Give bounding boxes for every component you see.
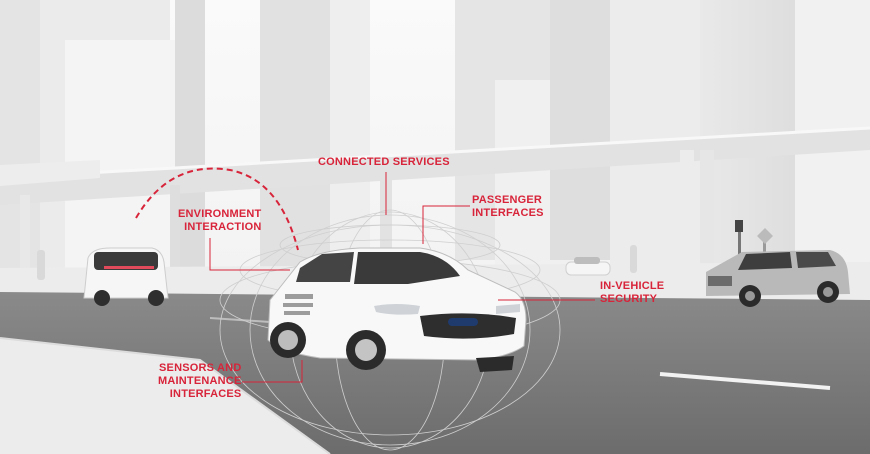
white-sedan [267, 247, 527, 372]
label-environment-interaction: ENVIRONMENT INTERACTION [178, 208, 262, 233]
buildings [0, 0, 795, 270]
elevated-rail [0, 126, 870, 280]
gray-suv [706, 250, 850, 307]
callout-lines [135, 167, 595, 383]
label-passenger-interfaces: PASSENGER INTERFACES [472, 194, 544, 219]
distant-car [565, 257, 611, 276]
label-sensors-maintenance-interfaces: SENSORS AND MAINTENANCE INTERFACES [158, 362, 242, 400]
label-in-vehicle-security: IN-VEHICLE SECURITY [600, 280, 665, 305]
pedestrians [37, 245, 637, 280]
autonomous-shuttle [83, 247, 169, 306]
traffic-light [735, 220, 773, 262]
label-connected-services: CONNECTED SERVICES [318, 156, 450, 168]
